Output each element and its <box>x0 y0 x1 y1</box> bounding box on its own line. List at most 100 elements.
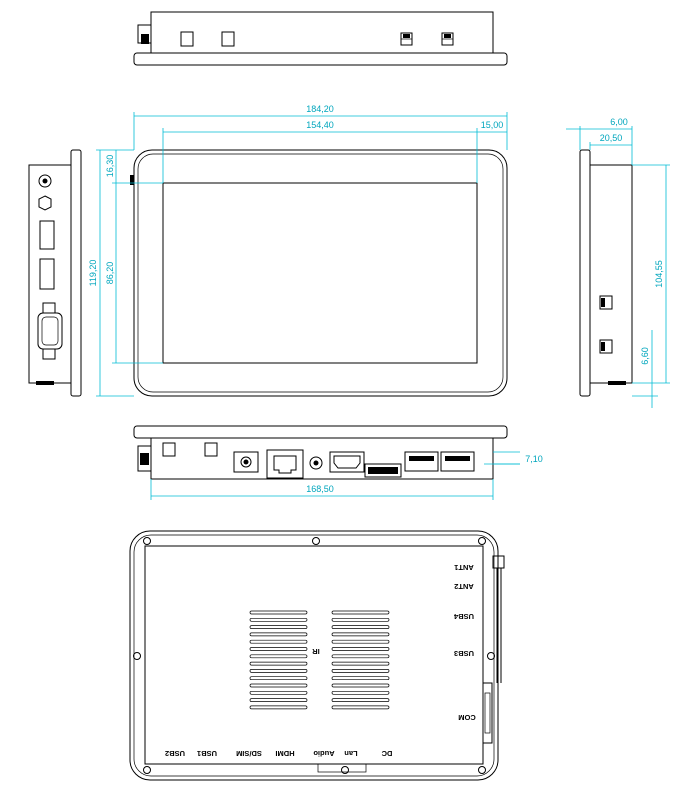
right-switch-1 <box>599 295 613 310</box>
left-antenna-connector <box>38 174 52 188</box>
dim-bottom-depth-text: 7,10 <box>525 454 543 464</box>
label-usb4: USB4 <box>453 612 474 621</box>
vent-slot <box>331 625 390 629</box>
right-switch-2 <box>599 339 613 354</box>
vent-slot <box>331 690 390 695</box>
vent-slot <box>331 705 390 710</box>
vent-slot <box>249 639 308 644</box>
vent-slot <box>331 669 390 673</box>
bottom-antenna-base <box>137 445 152 472</box>
label-com: COM <box>458 713 476 722</box>
dim-side-height-text: 104,55 <box>654 260 664 288</box>
dim-overall-height-text: 119,20 <box>88 260 98 287</box>
bottom-view-body <box>150 437 494 480</box>
vent-slot <box>331 617 390 622</box>
label-ant1: ANT1 <box>454 563 474 572</box>
bottom-port-2 <box>204 442 218 457</box>
vent-slot <box>249 625 308 629</box>
label-sd-sim: SD/SIM <box>236 749 262 758</box>
label-ir: IR <box>312 647 320 656</box>
vent-slot <box>249 647 308 651</box>
back-screw <box>341 766 349 774</box>
dim-side-bottom-text: 6,60 <box>640 347 650 365</box>
right-foot <box>608 381 626 385</box>
usb-port-b <box>440 451 475 472</box>
back-panel <box>144 545 484 765</box>
vent-slot <box>331 610 390 615</box>
back-bottom-port-outline <box>317 763 367 773</box>
vent-slot <box>249 610 308 615</box>
vent-slot <box>249 654 308 659</box>
left-side-flange <box>70 149 82 397</box>
left-side-body <box>28 164 72 384</box>
front-side-button <box>130 175 134 185</box>
left-db9-screw-top <box>42 302 56 314</box>
vent-slot <box>249 705 308 710</box>
back-screw <box>133 652 141 660</box>
vent-slot <box>249 698 308 702</box>
front-view <box>130 149 508 397</box>
label-dc: DC <box>381 749 392 758</box>
back-outer-shell <box>129 530 499 781</box>
vent-slot <box>249 669 308 673</box>
vent-slot <box>249 661 308 666</box>
dim-screen-width-text: 154,40 <box>306 120 334 130</box>
dim-right-offset-text: 15,00 <box>481 120 504 130</box>
vent-slot <box>249 690 308 695</box>
bottom-view <box>133 425 508 480</box>
bottom-port-1 <box>162 442 176 457</box>
dim-top-offset-text: 16,30 <box>105 155 115 178</box>
dim-depth-body-text: 20,50 <box>600 133 623 143</box>
vent-slot <box>331 698 390 702</box>
back-view <box>129 530 505 781</box>
right-side-flange <box>579 149 591 397</box>
label-usb2: USB2 <box>165 749 185 758</box>
dim-overall-width-text: 184,20 <box>306 104 334 114</box>
back-screw <box>143 537 151 545</box>
label-ant2: ANT2 <box>454 582 474 591</box>
top-view-flange <box>133 52 508 66</box>
left-usb-port-2 <box>39 258 55 290</box>
front-screen <box>162 182 478 364</box>
bottom-view-flange <box>133 425 508 439</box>
back-antenna-cable <box>492 555 505 569</box>
left-hex-nut <box>38 195 52 211</box>
front-bezel-outer <box>133 149 508 397</box>
dc-jack <box>233 451 259 473</box>
left-usb-port-1 <box>39 220 55 250</box>
left-foot <box>36 381 54 385</box>
vent-slot <box>249 632 308 637</box>
dim-depth-total-text: 6,00 <box>610 117 628 127</box>
ventilation-slots <box>249 610 390 710</box>
dimension-lines: 184,20 154,40 15,00 119,20 16,30 86,20 6… <box>88 104 670 500</box>
top-view-antenna-nut <box>141 34 149 44</box>
vent-slot <box>331 683 390 688</box>
top-view-port-1 <box>180 31 194 47</box>
vent-slot <box>249 676 308 681</box>
lan-port <box>266 449 304 479</box>
hdmi-port <box>329 451 365 473</box>
label-usb1: USB1 <box>197 749 217 758</box>
vent-slot <box>249 617 308 622</box>
left-side-view <box>28 149 82 397</box>
dim-bottom-width-text: 168,50 <box>306 484 334 494</box>
front-bezel-inner <box>137 153 504 393</box>
vent-slot <box>331 654 390 659</box>
vent-slot <box>331 661 390 666</box>
back-screw <box>478 766 486 774</box>
back-labels: ANT1 ANT2 USB4 USB3 COM IR DC Lan Audio … <box>165 563 476 758</box>
label-audio: Audio <box>313 749 335 758</box>
back-screw <box>478 537 486 545</box>
vent-slot <box>331 647 390 651</box>
top-view-port-2 <box>221 31 235 47</box>
back-screw <box>487 652 495 660</box>
usb-port-a <box>404 451 439 472</box>
right-side-view <box>579 149 633 397</box>
back-screw <box>312 537 320 545</box>
top-view <box>133 11 508 66</box>
label-hdmi: HDMI <box>275 749 294 758</box>
vent-slot <box>331 632 390 637</box>
left-db9-screw-bottom <box>42 348 56 360</box>
audio-jack <box>309 456 323 470</box>
